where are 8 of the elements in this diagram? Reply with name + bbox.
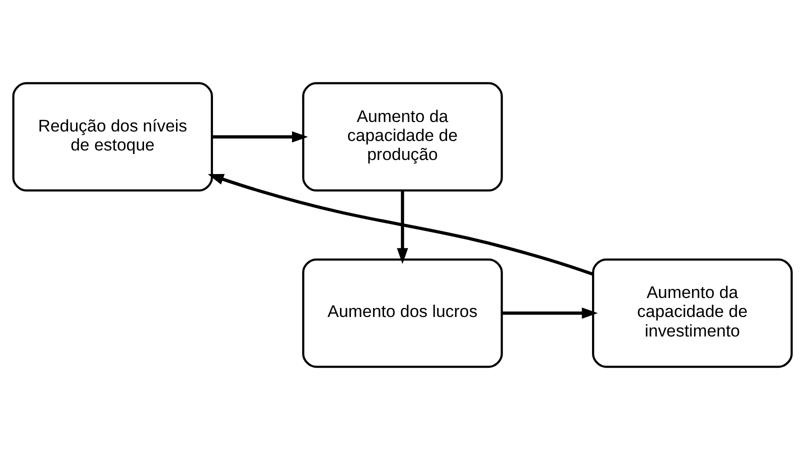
arrow	[212, 130, 308, 142]
arrow	[208, 173, 594, 276]
arrow	[396, 190, 408, 264]
node-box: Aumento da capacidade de investimento	[592, 258, 793, 368]
arrow	[502, 307, 598, 318]
node-box: Redução dos níveis de estoque	[12, 82, 213, 192]
node-box: Aumento da capacidade de produção	[302, 82, 503, 192]
node-box: Aumento dos lucros	[302, 258, 503, 368]
